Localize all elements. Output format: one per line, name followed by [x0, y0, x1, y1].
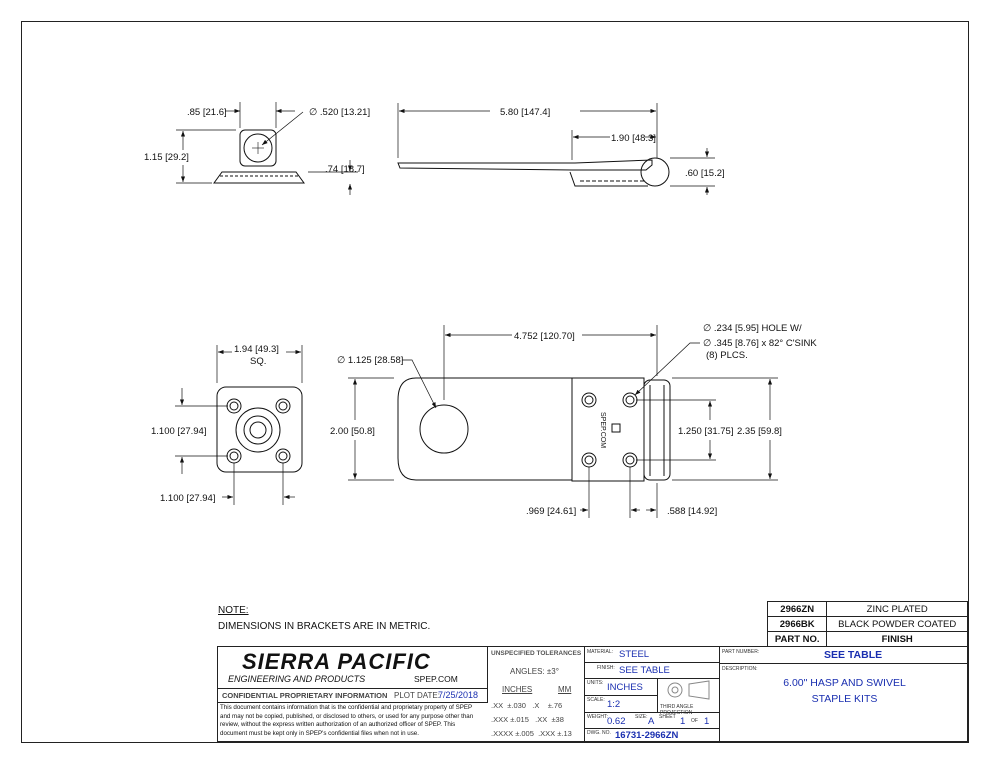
part-number: SEE TABLE — [824, 649, 883, 661]
plot-date: 7/25/2018 — [438, 690, 479, 700]
mm-header: MM — [558, 685, 572, 694]
weight: 0.62 — [607, 716, 626, 727]
note-heading: NOTE: — [218, 605, 249, 616]
tolerance-title: UNSPECIFIED TOLERANCES — [491, 650, 582, 657]
svg-text:SPEP.COM: SPEP.COM — [599, 412, 606, 448]
svg-text:∅ .520 [13.21]: ∅ .520 [13.21] — [309, 107, 370, 118]
inches-header: INCHES — [502, 685, 533, 694]
table-header: PART NO.FINISH — [766, 631, 968, 647]
svg-text:.85 [21.6]: .85 [21.6] — [187, 107, 227, 118]
svg-text:1.90 [48.3]: 1.90 [48.3] — [611, 133, 656, 144]
hasp-plan-view — [397, 377, 671, 482]
description-1: 6.00" HASP AND SWIVEL — [783, 677, 906, 689]
dimension-labels: .85 [21.6] ∅ .520 [13.21] 1.15 [29.2] .7… — [144, 107, 817, 517]
company-box: SIERRA PACIFIC ENGINEERING AND PRODUCTS … — [218, 647, 488, 689]
svg-text:1.250 [31.75]: 1.250 [31.75] — [678, 426, 733, 437]
sheet: 1 — [680, 716, 686, 727]
svg-text:SQ.: SQ. — [250, 356, 266, 367]
svg-text:(8) PLCS.: (8) PLCS. — [706, 350, 748, 361]
angles: ANGLES: ±3° — [510, 667, 559, 676]
svg-text:∅ .345 [8.76] x 82° C'SINK: ∅ .345 [8.76] x 82° C'SINK — [703, 338, 817, 349]
website: SPEP.COM — [414, 674, 458, 684]
svg-text:4.752 [120.70]: 4.752 [120.70] — [514, 331, 575, 342]
confidential-text: This document contains information that … — [220, 704, 474, 737]
svg-text:.74 [18.7]: .74 [18.7] — [325, 164, 365, 175]
svg-text:.969 [24.61]: .969 [24.61] — [526, 506, 576, 517]
drawing-number: 16731-2966ZN — [615, 730, 679, 741]
projection-symbol: THIRD ANGLE PROJECTION — [657, 678, 720, 716]
sheets: 1 — [704, 716, 710, 727]
description-2: STAPLE KITS — [811, 693, 878, 705]
finish: SEE TABLE — [619, 665, 670, 676]
company-sub: ENGINEERING AND PRODUCTS — [228, 674, 366, 684]
svg-text:1.94 [49.3]: 1.94 [49.3] — [234, 344, 279, 355]
projection-icon — [667, 680, 710, 700]
svg-text:1.100 [27.94]: 1.100 [27.94] — [160, 493, 215, 504]
confidential-title: CONFIDENTIAL PROPRIETARY INFORMATION — [222, 691, 388, 700]
title-block: SIERRA PACIFIC ENGINEERING AND PRODUCTS … — [217, 646, 969, 743]
svg-text:1.100 [27.94]: 1.100 [27.94] — [151, 426, 206, 437]
material: STEEL — [619, 649, 650, 660]
svg-text:2.00 [50.8]: 2.00 [50.8] — [330, 426, 375, 437]
swivel-side-view — [213, 129, 305, 184]
company-logo: SIERRA PACIFIC — [242, 649, 431, 674]
swivel-plate-view — [216, 386, 303, 473]
drawing-sheet — [21, 21, 969, 743]
svg-text:1.15 [29.2]: 1.15 [29.2] — [144, 152, 189, 163]
svg-text:2.35 [59.8]: 2.35 [59.8] — [737, 426, 782, 437]
note-text: DIMENSIONS IN BRACKETS ARE IN METRIC. — [218, 621, 431, 632]
scale: 1:2 — [607, 699, 621, 710]
svg-text:.60 [15.2]: .60 [15.2] — [685, 168, 725, 179]
plot-date-label: PLOT DATE: — [394, 691, 440, 700]
svg-text:5.80 [147.4]: 5.80 [147.4] — [500, 107, 550, 118]
hasp-side-view — [397, 157, 670, 187]
svg-text:∅ .234 [5.95] HOLE W/: ∅ .234 [5.95] HOLE W/ — [703, 323, 802, 334]
units: INCHES — [607, 682, 643, 693]
svg-text:∅ 1.125 [28.58]: ∅ 1.125 [28.58] — [337, 355, 403, 366]
svg-text:.588 [14.92]: .588 [14.92] — [667, 506, 717, 517]
size: A — [648, 716, 655, 727]
